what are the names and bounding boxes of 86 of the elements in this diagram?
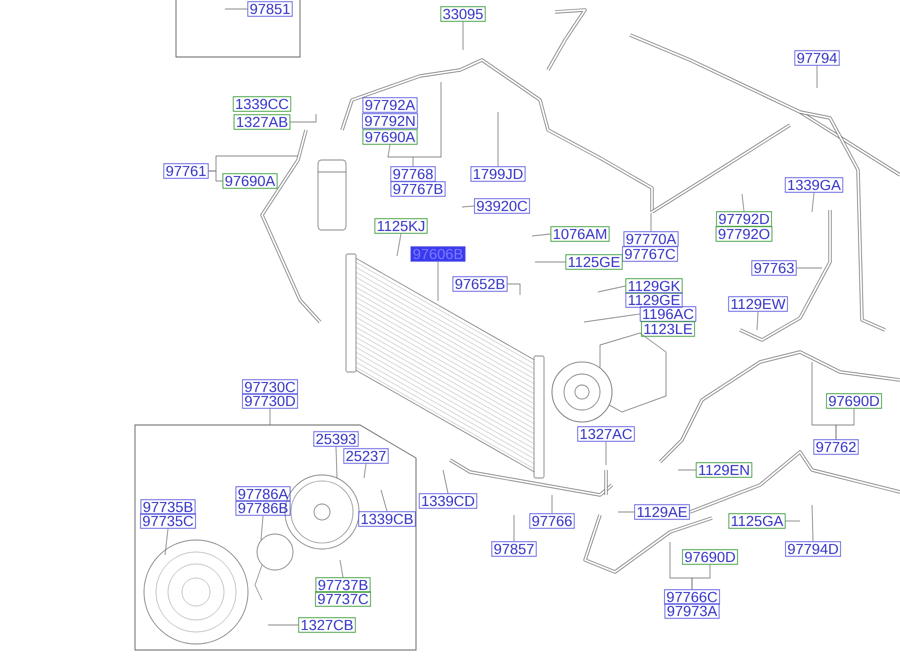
leader-line xyxy=(164,528,168,556)
leader-line xyxy=(208,170,223,182)
part-number-label: 1129EW xyxy=(728,296,788,312)
part-number-label: 97770A xyxy=(623,231,679,247)
part-number-label: 97786A xyxy=(235,486,291,502)
leader-line xyxy=(462,21,464,50)
leader-line xyxy=(268,624,299,626)
leader-line xyxy=(388,82,442,158)
part-number-label: 1339CB xyxy=(358,511,416,527)
part-number-label: 1125GE xyxy=(565,254,623,270)
part-number-label: 1123LE xyxy=(641,321,695,337)
part-number-label: 97973A xyxy=(664,603,720,619)
leader-line xyxy=(650,212,652,232)
leader-line xyxy=(224,8,248,10)
part-number-label: 33095 xyxy=(440,6,486,22)
leader-line xyxy=(812,192,814,212)
part-number-label: 1076AM xyxy=(550,226,610,242)
part-number-label: 97735C xyxy=(140,513,196,529)
part-number-label: 1129AE xyxy=(634,504,690,520)
part-number-label: 1129GE xyxy=(625,292,683,308)
leader-line xyxy=(260,515,264,540)
leader-line xyxy=(692,564,710,590)
leader-line xyxy=(336,446,338,478)
leader-line xyxy=(598,286,626,292)
part-number-label: 1327CB xyxy=(298,617,356,633)
part-number-label: 97735B xyxy=(140,499,196,515)
part-number-label: 97690A xyxy=(222,173,278,189)
part-number-label: 97652B xyxy=(452,276,508,292)
part-number-label: 97768 xyxy=(390,166,436,182)
part-number-label: 97767C xyxy=(622,246,678,262)
leader-line xyxy=(507,284,520,296)
part-number-label: 25237 xyxy=(343,448,389,464)
leader-line xyxy=(836,408,854,440)
leader-line xyxy=(412,156,414,167)
part-number-label: 1799JD xyxy=(470,166,526,182)
part-number-label: 97794D xyxy=(785,541,841,557)
part-number-label: 97794 xyxy=(794,50,840,66)
part-number-label: 97606B xyxy=(410,246,466,262)
part-number-label: 97690D xyxy=(682,549,738,565)
part-number-label: 1339CC xyxy=(232,96,292,112)
part-number-label: 97761 xyxy=(163,163,209,179)
part-number-label: 97730C xyxy=(242,379,298,395)
leader-line xyxy=(532,234,551,236)
part-number-label: 1339CD xyxy=(418,493,478,509)
part-number-label: 97767B xyxy=(390,181,446,197)
part-number-label: 1196AC xyxy=(640,306,696,322)
part-number-label: 97792N xyxy=(362,113,418,129)
part-number-label: 97766 xyxy=(529,513,575,529)
part-number-label: 97766C xyxy=(664,589,720,605)
part-number-label: 97690D xyxy=(826,393,882,409)
part-number-label: 97730D xyxy=(242,393,298,409)
part-number-label: 97786B xyxy=(235,500,291,516)
leader-line xyxy=(785,520,800,522)
assembly-frame xyxy=(176,0,300,58)
part-number-label: 1125KJ xyxy=(374,218,428,234)
leader-line xyxy=(462,206,474,208)
part-number-label: 25393 xyxy=(313,431,359,447)
part-number-label: 1129EN xyxy=(696,462,752,478)
part-number-label: 1327AC xyxy=(577,426,635,442)
leader-line xyxy=(340,560,344,578)
part-number-label: 97763 xyxy=(751,260,797,276)
part-number-label: 97792A xyxy=(362,97,418,113)
leader-line xyxy=(812,504,814,542)
leader-line xyxy=(742,194,744,212)
leader-line xyxy=(816,65,818,88)
part-number-label: 97851 xyxy=(247,1,293,17)
leader-line xyxy=(584,314,640,322)
part-number-label: 1129GK xyxy=(625,278,683,294)
part-number-label: 1327AB xyxy=(234,114,290,130)
assembly-frame xyxy=(134,424,416,650)
leader-line xyxy=(380,490,388,512)
leader-line xyxy=(364,463,366,478)
leader-line xyxy=(290,114,316,122)
part-number-label: 97737C xyxy=(315,591,371,607)
part-number-label: 1339GA xyxy=(784,177,844,193)
part-number-label: 97762 xyxy=(813,439,859,455)
part-number-label: 1125GA xyxy=(728,513,786,529)
leader-line xyxy=(396,233,402,256)
part-number-label: 97857 xyxy=(491,541,537,557)
part-number-label: 93920C xyxy=(474,198,530,214)
part-number-label: 97792O xyxy=(716,226,772,242)
leader-line xyxy=(442,470,448,494)
part-number-label: 97690A xyxy=(362,129,418,145)
part-number-label: 97737B xyxy=(315,577,371,593)
leader-line xyxy=(756,311,758,330)
part-number-label: 97792D xyxy=(716,211,772,227)
